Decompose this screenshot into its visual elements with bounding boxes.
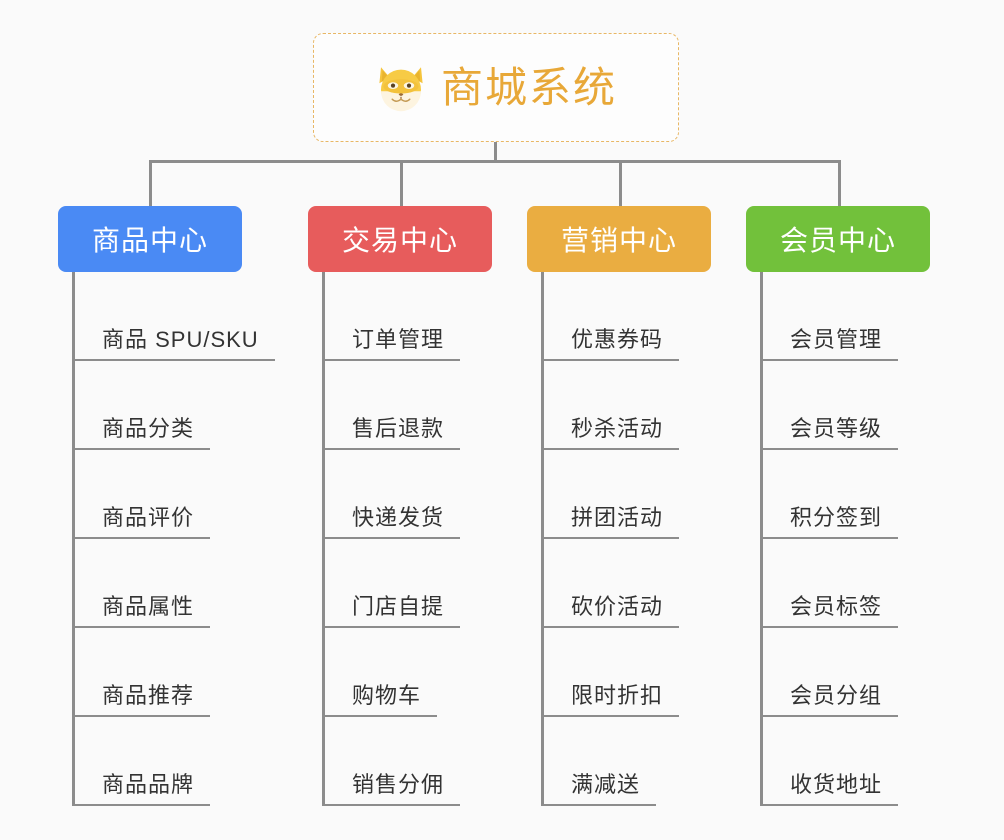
branch-column-2: 订单管理 售后退款 快递发货 门店自提 购物车 销售分佣 xyxy=(322,272,461,806)
leaf-label: 限时折扣 xyxy=(571,682,664,708)
connector-drop-4 xyxy=(838,160,841,206)
connector-horizontal-bus xyxy=(150,160,840,163)
leaf-label: 秒杀活动 xyxy=(571,415,664,441)
leaf-label: 售后退款 xyxy=(352,415,445,441)
leaf-label: 订单管理 xyxy=(352,326,445,352)
list-item[interactable]: 会员标签 xyxy=(760,539,899,628)
leaf-label: 销售分佣 xyxy=(352,771,445,797)
branch-trunk-4 xyxy=(760,272,763,806)
connector-drop-1 xyxy=(149,160,152,206)
leaf-label: 砍价活动 xyxy=(571,593,664,619)
list-item[interactable]: 优惠券码 xyxy=(541,272,680,361)
leaf-label: 积分签到 xyxy=(790,504,883,530)
list-item[interactable]: 会员分组 xyxy=(760,628,899,717)
connector-drop-3 xyxy=(619,160,622,206)
branch-column-4: 会员管理 会员等级 积分签到 会员标签 会员分组 收货地址 xyxy=(760,272,899,806)
list-item[interactable]: 收货地址 xyxy=(760,717,899,806)
connector-root-stem xyxy=(494,142,497,162)
list-item[interactable]: 商品分类 xyxy=(72,361,275,450)
category-box-4[interactable]: 会员中心 xyxy=(746,206,930,272)
list-item[interactable]: 购物车 xyxy=(322,628,460,717)
leaf-label: 优惠券码 xyxy=(571,326,664,352)
list-item[interactable]: 拼团活动 xyxy=(541,450,680,539)
list-item[interactable]: 商品属性 xyxy=(72,539,275,628)
list-item[interactable]: 快递发货 xyxy=(322,450,461,539)
leaf-label: 快递发货 xyxy=(352,504,445,530)
branch-column-3: 优惠券码 秒杀活动 拼团活动 砍价活动 限时折扣 满减送 xyxy=(541,272,680,806)
leaf-label: 会员标签 xyxy=(790,593,883,619)
root-node[interactable]: 商城系统 xyxy=(313,33,679,142)
list-item[interactable]: 会员管理 xyxy=(760,272,899,361)
list-item[interactable]: 销售分佣 xyxy=(322,717,461,806)
leaf-label: 门店自提 xyxy=(352,593,445,619)
leaf-label: 满减送 xyxy=(571,771,641,797)
root-title: 商城系统 xyxy=(440,63,617,111)
category-label-2: 交易中心 xyxy=(341,225,458,256)
list-item[interactable]: 门店自提 xyxy=(322,539,461,628)
leaf-label: 会员等级 xyxy=(790,415,883,441)
leaf-label: 会员管理 xyxy=(790,326,883,352)
leaf-label: 商品推荐 xyxy=(102,682,195,708)
category-box-2[interactable]: 交易中心 xyxy=(308,206,492,272)
leaf-label: 收货地址 xyxy=(790,771,883,797)
category-label-1: 商品中心 xyxy=(91,225,208,256)
leaf-label: 商品品牌 xyxy=(102,771,195,797)
list-item[interactable]: 砍价活动 xyxy=(541,539,680,628)
leaf-label: 购物车 xyxy=(352,682,422,708)
leaf-label: 会员分组 xyxy=(790,682,883,708)
list-item[interactable]: 满减送 xyxy=(541,717,679,806)
list-item[interactable]: 商品 SPU/SKU xyxy=(72,272,275,361)
list-item[interactable]: 订单管理 xyxy=(322,272,461,361)
leaf-label: 商品分类 xyxy=(102,415,195,441)
category-label-3: 营销中心 xyxy=(560,225,677,256)
list-item[interactable]: 商品评价 xyxy=(72,450,275,539)
list-item[interactable]: 会员等级 xyxy=(760,361,899,450)
list-item[interactable]: 积分签到 xyxy=(760,450,899,539)
list-item[interactable]: 商品品牌 xyxy=(72,717,275,806)
list-item[interactable]: 秒杀活动 xyxy=(541,361,680,450)
branch-trunk-3 xyxy=(541,272,544,806)
list-item[interactable]: 商品推荐 xyxy=(72,628,275,717)
branch-trunk-1 xyxy=(72,272,75,806)
category-box-3[interactable]: 营销中心 xyxy=(527,206,711,272)
leaf-label: 商品 SPU/SKU xyxy=(102,326,259,352)
branch-column-1: 商品 SPU/SKU 商品分类 商品评价 商品属性 商品推荐 商品品牌 xyxy=(72,272,275,806)
connector-drop-2 xyxy=(400,160,403,206)
branch-trunk-2 xyxy=(322,272,325,806)
category-box-1[interactable]: 商品中心 xyxy=(58,206,242,272)
list-item[interactable]: 售后退款 xyxy=(322,361,461,450)
category-label-4: 会员中心 xyxy=(779,225,896,256)
shiba-dog-face-icon xyxy=(379,66,423,111)
leaf-label: 商品属性 xyxy=(102,593,195,619)
list-item[interactable]: 限时折扣 xyxy=(541,628,680,717)
leaf-label: 商品评价 xyxy=(102,504,195,530)
leaf-label: 拼团活动 xyxy=(571,504,664,530)
